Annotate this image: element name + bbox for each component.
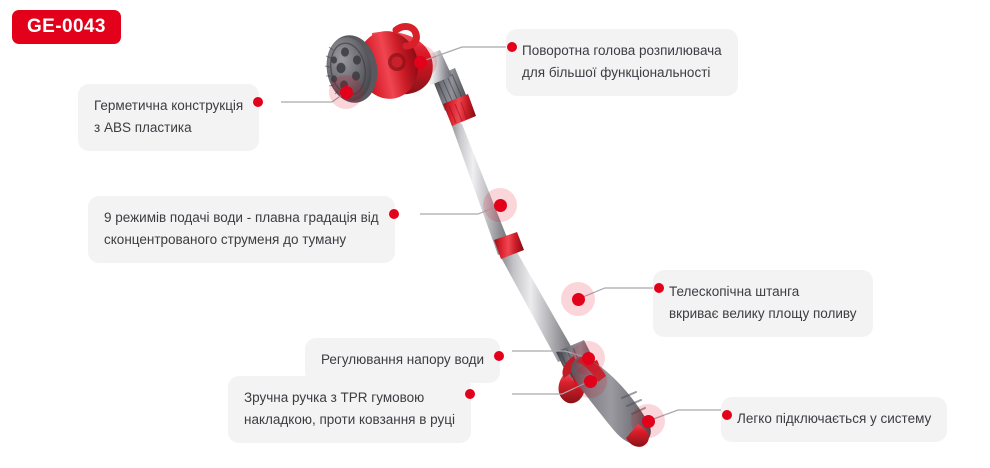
hotspot-easy-connection[interactable] — [631, 404, 665, 438]
callout-line: Зручна ручка з TPR гумовою — [244, 390, 425, 405]
callout-dot-water-pressure — [494, 351, 505, 361]
callout-tpr-handle[interactable]: Зручна ручка з TPR гумовою накладкою, пр… — [228, 376, 475, 443]
pole-lock-collar — [494, 232, 524, 259]
callout-abs-construction[interactable]: Герметична конструкція з ABS пластика — [78, 84, 264, 151]
callout-line: для більшої функціональності — [522, 64, 711, 80]
callout-line: Телескопічна штанга — [669, 284, 800, 299]
hotspot-tpr-handle[interactable] — [573, 364, 607, 398]
callout-rotating-spray-head[interactable]: Поворотна голова розпилювача для більшої… — [506, 29, 738, 96]
callout-easy-connection[interactable]: Легко підключається у систему — [721, 397, 948, 442]
hotspot-nine-modes[interactable] — [483, 188, 517, 222]
callout-line: з ABS пластика — [94, 119, 192, 135]
callout-water-pressure[interactable]: Регулювання напору води — [305, 338, 505, 383]
telescopic-pole-upper — [449, 118, 512, 255]
callout-line: Поворотна голова розпилювача — [522, 43, 722, 58]
head-connector — [432, 68, 476, 126]
callout-dot-tpr-handle — [465, 389, 475, 399]
callout-line: вкриває велику площу поливу — [669, 305, 857, 321]
callout-line: Регулювання напору води — [321, 352, 485, 367]
callout-dot-nine-modes — [388, 209, 399, 219]
sku-badge: GE-0043 — [12, 10, 121, 44]
callout-line: Герметична конструкція — [94, 98, 244, 113]
callout-line: Легко підключається у систему — [737, 411, 932, 426]
callout-dot-rotating-spray-head — [507, 42, 517, 52]
hotspot-telescopic-pole[interactable] — [561, 282, 595, 316]
hotspot-rotating-spray-head[interactable] — [403, 45, 437, 79]
callout-telescopic-pole[interactable]: Телескопічна штанга вкриває велику площу… — [653, 270, 873, 337]
callout-dot-telescopic-pole — [654, 283, 664, 293]
callout-dot-easy-connection — [722, 410, 732, 420]
hotspot-abs-construction[interactable] — [329, 75, 363, 109]
callout-nine-modes[interactable]: 9 режимів подачі води - плавна градація … — [88, 196, 399, 263]
callout-line: 9 режимів подачі води - плавна градація … — [104, 210, 379, 225]
callout-line: сконцентрованого струменя до туману — [104, 231, 347, 247]
callout-dot-abs-construction — [253, 97, 264, 107]
callout-line: накладкою, проти ковзання в руці — [244, 411, 455, 427]
